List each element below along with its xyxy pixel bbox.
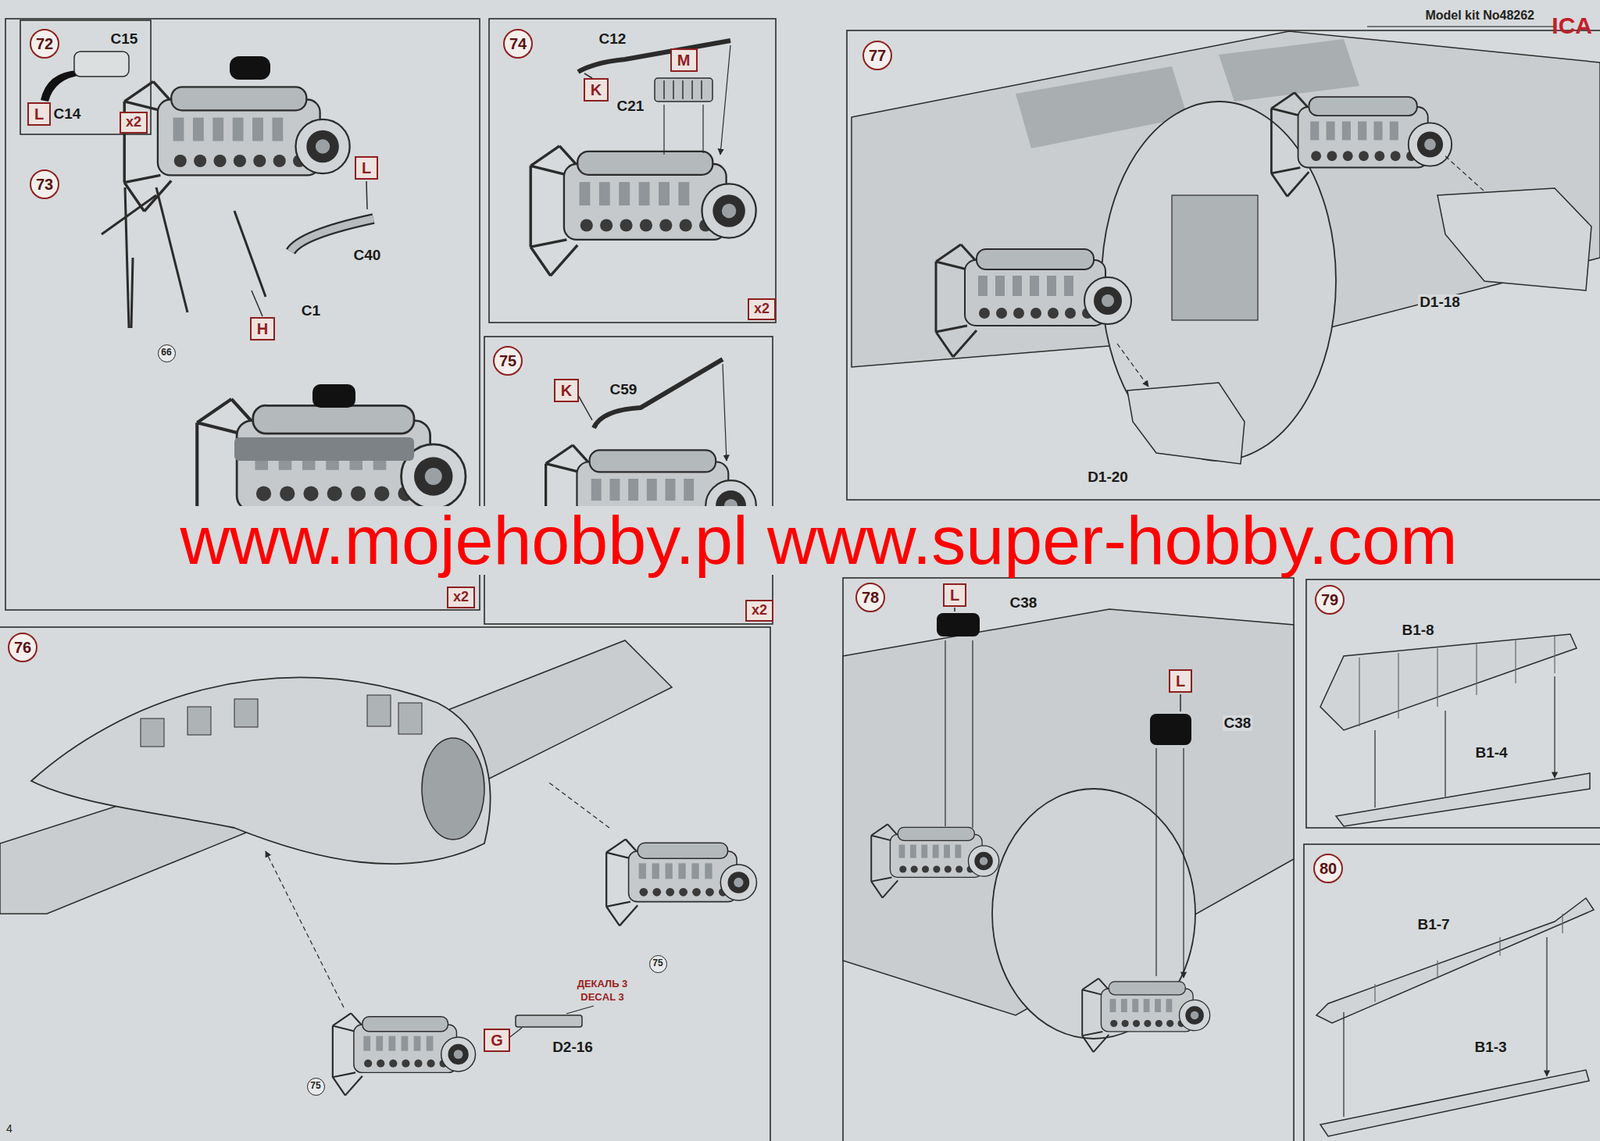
step-number: 80 <box>1313 853 1343 884</box>
part-letter-box: L <box>942 583 967 608</box>
node-text: K <box>560 382 572 400</box>
step-number: 79 <box>1314 585 1345 615</box>
part-letter-box: K <box>553 378 579 403</box>
part-letter-box: L <box>1168 669 1193 693</box>
part-number: C38 <box>1008 595 1040 612</box>
node-text: L <box>34 105 44 123</box>
quantity-box: x2 <box>446 586 475 609</box>
kit-number: Model kit No48262 <box>1423 8 1536 23</box>
quantity-box: x2 <box>747 298 776 321</box>
part-number: D2-16 <box>550 1039 595 1057</box>
node-text: 73 <box>35 175 54 193</box>
part-number: C21 <box>615 98 647 115</box>
step-number: 73 <box>29 169 60 200</box>
node-text: 75 <box>652 958 663 969</box>
part-number: C59 <box>608 382 640 399</box>
part-number: C15 <box>109 31 140 48</box>
node-text: G <box>490 1032 504 1050</box>
node-text: H <box>257 320 268 338</box>
quantity-box: x2 <box>119 111 148 134</box>
step-number: 72 <box>29 28 60 59</box>
node-text: M <box>677 51 691 69</box>
part-number: C38 <box>1222 715 1254 733</box>
step-number: 77 <box>862 40 893 71</box>
step-number: 78 <box>855 582 886 613</box>
node-text: L <box>950 586 960 604</box>
watermark: www.mojehobby.pl www.super-hobby.com <box>179 506 1458 575</box>
step-reference: 75 <box>307 1078 325 1097</box>
page-number: 4 <box>4 1123 15 1136</box>
part-number: D1-18 <box>1417 294 1462 311</box>
part-letter-box: L <box>27 102 51 126</box>
part-number: D1-20 <box>1085 469 1130 486</box>
decal-note: ДЕКАЛЬ 3 <box>575 978 630 990</box>
step-number: 75 <box>492 346 523 376</box>
part-number: B1-3 <box>1472 1039 1508 1057</box>
node-text: 74 <box>509 35 527 53</box>
node-text: 78 <box>861 589 879 607</box>
step-number: 76 <box>7 632 38 663</box>
brand-logo: ICA <box>1550 12 1594 39</box>
node-text: x2 <box>751 603 768 619</box>
node-text: x2 <box>753 301 770 318</box>
node-text: 72 <box>35 35 54 53</box>
part-number: C14 <box>52 106 83 123</box>
node-text: 66 <box>160 347 172 358</box>
node-text: 75 <box>310 1081 321 1092</box>
part-number: B1-8 <box>1400 622 1436 640</box>
node-text: 75 <box>499 352 517 370</box>
part-letter-box: H <box>250 317 275 341</box>
node-text: 80 <box>1319 860 1337 878</box>
part-letter-box: K <box>583 78 609 102</box>
node-text: 77 <box>868 46 886 65</box>
part-letter-box: G <box>483 1028 511 1053</box>
node-text: x2 <box>453 589 469 606</box>
node-text: 76 <box>14 639 32 657</box>
node-text: 79 <box>1321 591 1339 609</box>
node-text: L <box>1175 672 1186 690</box>
step-reference: 75 <box>649 955 668 974</box>
node-text: L <box>361 159 372 177</box>
step-number: 74 <box>503 28 533 59</box>
part-number: C40 <box>352 247 383 265</box>
step-reference: 66 <box>157 344 176 363</box>
part-letter-box: M <box>670 48 698 72</box>
part-number: B1-4 <box>1473 745 1509 762</box>
part-number: B1-7 <box>1415 917 1451 934</box>
decal-note: DECAL 3 <box>578 992 625 1004</box>
part-number: C12 <box>597 31 629 48</box>
quantity-box: x2 <box>745 600 774 622</box>
part-number: C1 <box>300 303 322 320</box>
node-text: x2 <box>125 114 142 131</box>
part-letter-box: L <box>354 156 379 180</box>
node-text: K <box>590 81 602 99</box>
